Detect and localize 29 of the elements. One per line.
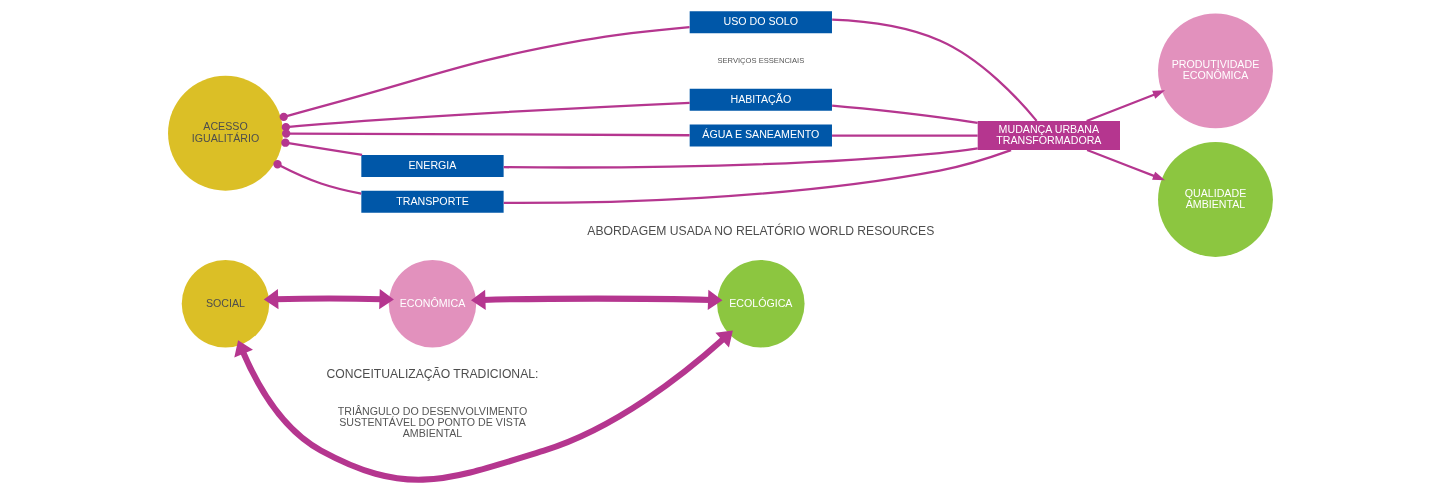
node-box: TRANSPORTE bbox=[361, 190, 504, 213]
connector bbox=[503, 147, 978, 169]
node-box: ENERGIA bbox=[361, 154, 504, 177]
connector bbox=[503, 149, 1012, 205]
arrow bbox=[1086, 90, 1166, 123]
connector bbox=[832, 134, 978, 137]
arrow bbox=[1086, 149, 1165, 181]
connector bbox=[281, 138, 363, 157]
connector bbox=[273, 160, 362, 195]
label: CONCEITUALIZAÇÃO TRADICIONAL: bbox=[326, 367, 539, 382]
label: SERVIÇOS ESSENCIAIS bbox=[717, 55, 805, 65]
node-circle: QUALIDADE AMBIENTAL bbox=[1158, 142, 1273, 257]
arrow bbox=[471, 289, 723, 310]
node-circle: SOCIAL bbox=[181, 259, 270, 348]
arrow bbox=[263, 289, 394, 310]
arrow bbox=[234, 330, 733, 483]
node-circle: PRODUTIVIDADE ECONÔMICA bbox=[1158, 13, 1273, 129]
node-box: MUDANÇA URBANA TRANSFORMADORA bbox=[977, 121, 1120, 150]
connector bbox=[282, 129, 690, 138]
connector bbox=[832, 18, 1038, 122]
node-box: ÁGUA E SANEAMENTO bbox=[689, 124, 832, 147]
node-box: USO DO SOLO bbox=[689, 11, 832, 34]
node-circle: ECONÔMICA bbox=[388, 259, 477, 348]
connector bbox=[281, 101, 690, 132]
connector bbox=[832, 104, 978, 125]
label: ABORDAGEM USADA NO RELATÓRIO WORLD RESOURCES bbox=[587, 224, 935, 239]
connector bbox=[279, 25, 690, 122]
label: TRIÂNGULO DO DESENVOLVIMENTO SUSTENTÁVEL DO PONTO DE VISTA AMBIENTAL bbox=[337, 404, 528, 440]
node-box: HABITAÇÃO bbox=[689, 88, 832, 111]
